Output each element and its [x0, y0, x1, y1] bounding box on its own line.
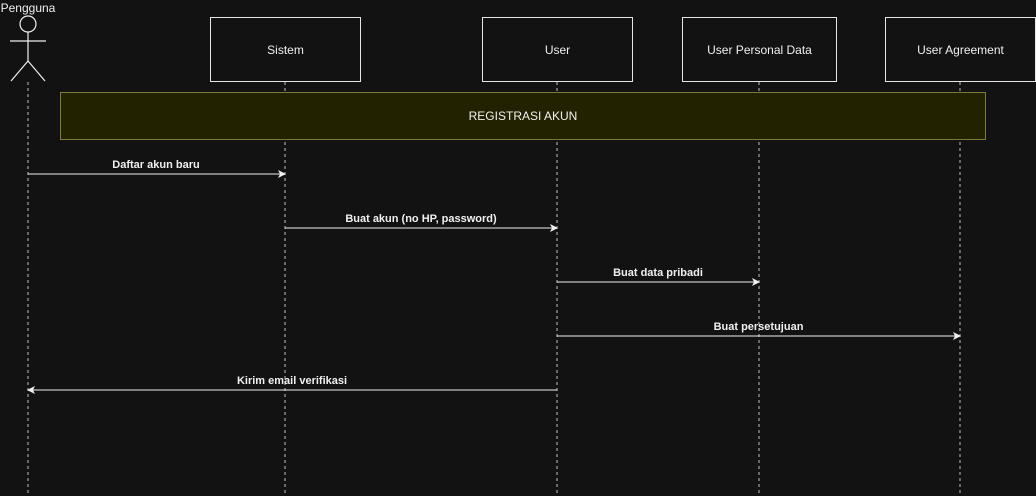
message-label-buat-persetujuan: Buat persetujuan [713, 321, 804, 333]
participant-sistem: Sistem [210, 17, 361, 82]
message-label-kirim-email-verifikasi: Kirim email verifikasi [236, 375, 348, 387]
actor-stick-figure-icon [10, 15, 46, 82]
participant-user: User [482, 17, 633, 82]
message-label-buat-data-pribadi: Buat data pribadi [613, 267, 703, 279]
fragment-registrasi-akun: REGISTRASI AKUN [60, 92, 986, 140]
participant-user-agreement: User Agreement [885, 17, 1036, 82]
participant-user-personal-data: User Personal Data [682, 17, 837, 82]
message-label-daftar-akun-baru: Daftar akun baru [112, 159, 200, 171]
actor-label: Pengguna [0, 1, 56, 15]
message-label-buat-akun: Buat akun (no HP, password) [345, 213, 497, 225]
